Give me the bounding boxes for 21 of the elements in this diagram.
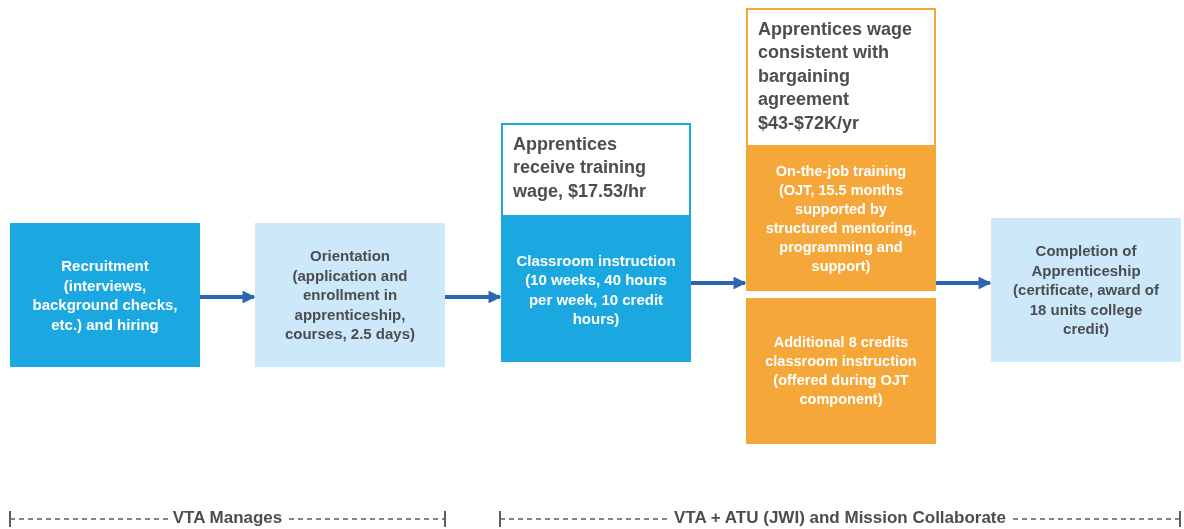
box-text: Additional 8 credits classroom instruction (offered during OJT component) [764,333,918,409]
process-box [746,298,936,444]
box-text: Orientation (application and enrollment in apprenticeship, courses, 2.5 days) [283,246,417,344]
box-text: Classroom instruction (10 weeks, 40 hours per week, 10 credit hours) [515,250,677,329]
phase-label: VTA + ATU (JWI) and Mission Collaborate [670,508,1010,528]
process-box [746,147,936,291]
wage-box [746,8,936,147]
process-box [255,223,445,367]
box-text: Apprentices receive training wage, $17.53/hr [513,133,648,203]
wage-box [501,123,691,217]
box-text: On-the-job training (OJT, 15.5 months supported by structured mentoring, programming and support) [764,162,918,276]
process-box [991,218,1181,362]
arrow [691,276,747,290]
box-text: Recruitment (interviews, background checks, etc.) and hiring [31,256,179,334]
box-text: Apprentices wage consistent with bargaining agreement $43-$72K/yr [758,18,914,135]
arrow [936,276,992,290]
process-box [10,223,200,367]
box-text: Completion of Apprenticeship (certificate, award of 18 units college credit) [1012,241,1160,339]
process-box [501,217,691,362]
arrow [200,290,256,304]
arrow [445,290,502,304]
